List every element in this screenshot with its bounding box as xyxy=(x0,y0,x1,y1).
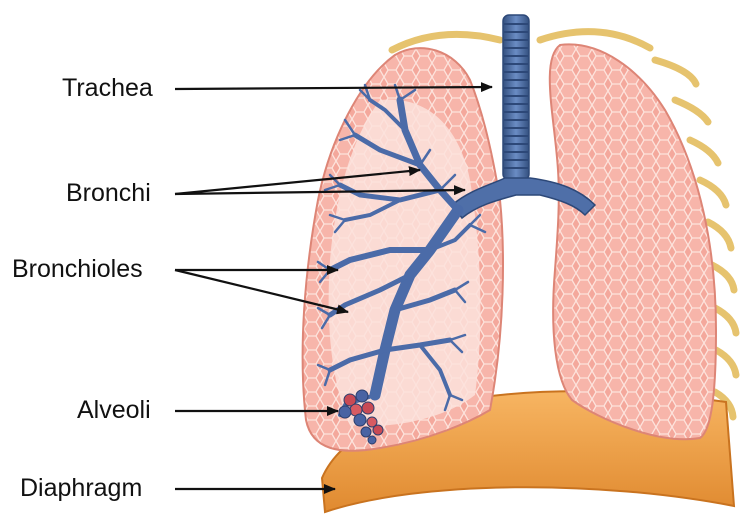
bronchi-label: Bronchi xyxy=(66,181,151,206)
alveoli-label: Alveoli xyxy=(77,398,151,423)
bronchioles-label: Bronchioles xyxy=(12,257,143,282)
trachea-label: Trachea xyxy=(62,76,153,101)
diaphragm-label: Diaphragm xyxy=(20,476,142,501)
